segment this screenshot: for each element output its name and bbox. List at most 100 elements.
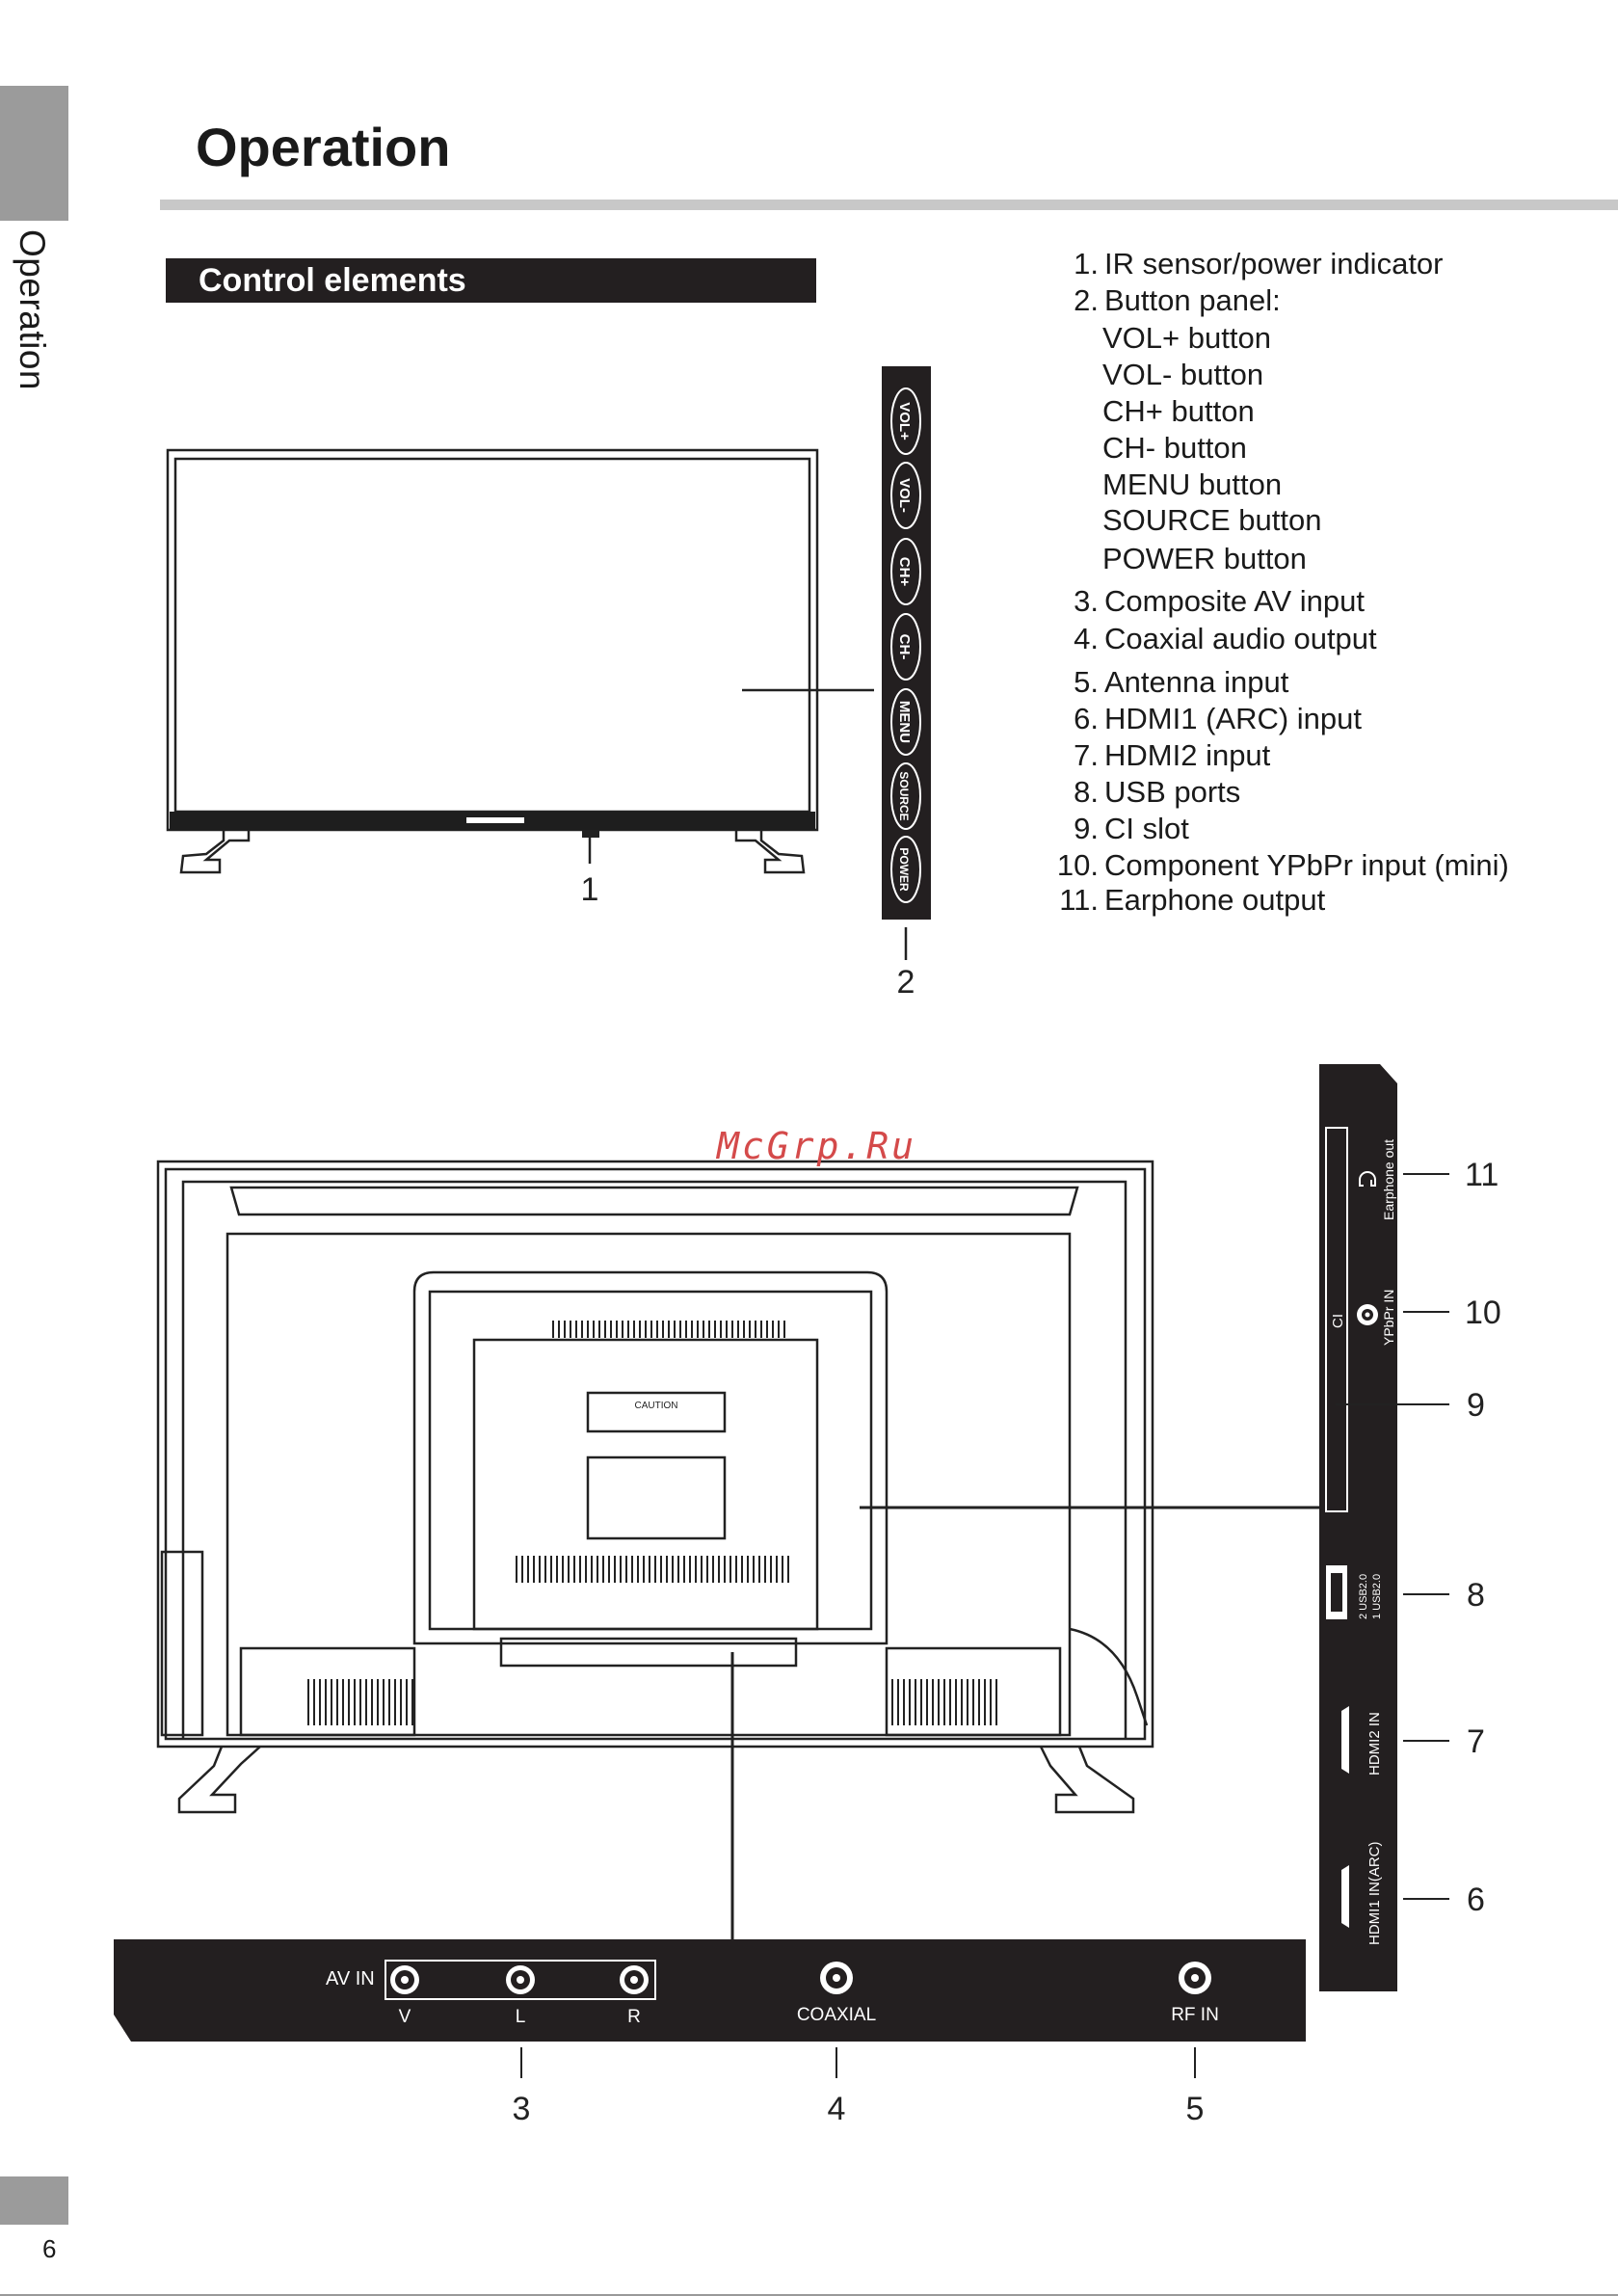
page-title: Operation [196, 117, 451, 177]
tv-rear-mainboard [472, 1338, 819, 1631]
rating-label [586, 1455, 727, 1540]
ypbpr-label: YPbPr IN [1381, 1290, 1396, 1346]
callout-2: 2 [897, 964, 915, 1001]
watermark: McGrp.Ru [717, 1125, 917, 1167]
panel-buttons: VOL+ VOL- CH+ CH- MENU SOURCE POWER [890, 387, 921, 903]
button-list-item: CH- button [1102, 431, 1247, 465]
hdmi2-port [1341, 1706, 1349, 1774]
side-tab-marker [0, 86, 68, 221]
earphone-label: Earphone out [1381, 1139, 1396, 1220]
legend-item-9: 9.CI slot [1074, 812, 1189, 845]
bottom-tab-marker [0, 2176, 68, 2225]
tv-rear-inner [164, 1167, 1147, 1741]
legend-item-1: 1.IR sensor/power indicator [1074, 247, 1444, 280]
button-list-item: SOURCE button [1102, 503, 1322, 537]
title-divider [160, 200, 1618, 210]
callout-10: 10 [1465, 1295, 1501, 1331]
button-list-item: CH+ button [1102, 394, 1255, 428]
right-speaker [885, 1646, 1062, 1737]
hdmi2-label: HDMI2 IN [1366, 1712, 1383, 1775]
tv-rear-recess [225, 1232, 1072, 1737]
panel-button-menu: MENU [890, 688, 921, 756]
panel-button-vol-minus: VOL- [890, 462, 921, 529]
tv-rear-bump [412, 1270, 889, 1645]
callout-6: 6 [1467, 1882, 1485, 1918]
callout-5: 5 [1186, 2091, 1205, 2127]
button-list-item: VOL+ button [1102, 321, 1271, 355]
panel-button-label: VOL- [896, 478, 913, 513]
hdmi1-port [1341, 1865, 1349, 1928]
tv-rear-shell [181, 1180, 1127, 1740]
bottom-rule [0, 2294, 1618, 2296]
legend-item-11: 11.Earphone output [1059, 883, 1326, 917]
callout-1: 1 [581, 871, 599, 908]
rf-in-label: RF IN [1171, 2005, 1219, 2025]
usb2-label: 2 USB2.0 [1358, 1574, 1369, 1619]
tv-rear-bracket [499, 1637, 798, 1668]
legend-item-8: 8.USB ports [1074, 775, 1241, 809]
ypbpr-jack [1357, 1304, 1378, 1325]
left-speaker [239, 1646, 416, 1737]
button-list-item: VOL- button [1102, 358, 1264, 391]
coaxial-label: COAXIAL [797, 2005, 876, 2025]
tv-rear-bump-inner [428, 1290, 873, 1631]
legend-item-10: 10.Component YPbPr input (mini) [1056, 848, 1509, 882]
legend-item-5: 5.Antenna input [1074, 665, 1289, 699]
panel-button-label: MENU [896, 701, 913, 743]
panel-button-label: CH- [896, 634, 913, 660]
panel-button-power: POWER [890, 836, 921, 903]
legend-item-7: 7.HDMI2 input [1074, 738, 1271, 772]
callout-11: 11 [1465, 1157, 1499, 1193]
ir-sensor [582, 830, 599, 838]
button-panel [882, 366, 931, 920]
panel-button-label: CH+ [896, 557, 913, 587]
panel-button-ch-minusplus: CH+ [890, 538, 921, 605]
side-io-panel [1319, 1064, 1397, 1991]
av-v-jack [390, 1965, 419, 1994]
section-heading: Control elements [166, 258, 816, 303]
callout-8: 8 [1467, 1577, 1485, 1614]
tv-rear-stands [177, 1746, 1135, 1814]
av-r-label: R [627, 2007, 641, 2027]
bottom-io-panel [114, 1939, 1306, 2042]
tv-rear-top-vent [229, 1186, 1079, 1216]
page-number: 6 [42, 2234, 57, 2263]
callout-4: 4 [828, 2091, 846, 2127]
side-callout-leaders [1336, 1173, 1449, 1900]
callout-9: 9 [1467, 1387, 1485, 1424]
tv-front-diagram: 1 VOL+ VOL- CH+ CH- MENU SOURCE POWER 2 [166, 366, 931, 1001]
tv-rear-vents [307, 1321, 997, 1725]
av-in-frame [385, 1960, 656, 2000]
coaxial-jack [820, 1962, 853, 1994]
av-in-label: AV IN [326, 1968, 375, 1989]
usb-port-slot [1331, 1573, 1342, 1612]
rf-in-jack [1179, 1962, 1211, 1994]
tv-rear-outer [156, 1160, 1154, 1749]
button-list-item: MENU button [1102, 467, 1283, 501]
panel-button-vol-minusplus: VOL+ [890, 387, 921, 455]
ci-slot [1325, 1127, 1348, 1512]
hdmi1-label: HDMI1 IN(ARC) [1366, 1841, 1383, 1945]
power-cable-holder [160, 1550, 204, 1737]
callout-3: 3 [513, 2091, 531, 2127]
av-l-label: L [516, 2007, 526, 2027]
ci-label: CI [1330, 1314, 1346, 1328]
legend-item-2: 2.Button panel: [1074, 283, 1281, 317]
panel-button-ch-minus: CH- [890, 613, 921, 681]
av-v-label: V [399, 2007, 411, 2027]
legend-item-3: 3.Composite AV input [1074, 584, 1365, 618]
legend-item-6: 6.HDMI1 (ARC) input [1074, 702, 1362, 735]
panel-button-label: SOURCE [897, 771, 911, 820]
power-cord [1069, 1627, 1149, 1726]
panel-button-source: SOURCE [890, 762, 921, 830]
panel-button-label: VOL+ [896, 402, 913, 441]
button-list-item: POWER button [1102, 542, 1307, 575]
av-r-jack [620, 1965, 649, 1994]
caution-label [586, 1391, 727, 1433]
callout-7: 7 [1467, 1723, 1485, 1760]
legend-item-4: 4.Coaxial audio output [1074, 622, 1377, 655]
tv-front-logo [466, 817, 524, 823]
av-l-jack [506, 1965, 535, 1994]
tv-front-stands [179, 831, 806, 874]
